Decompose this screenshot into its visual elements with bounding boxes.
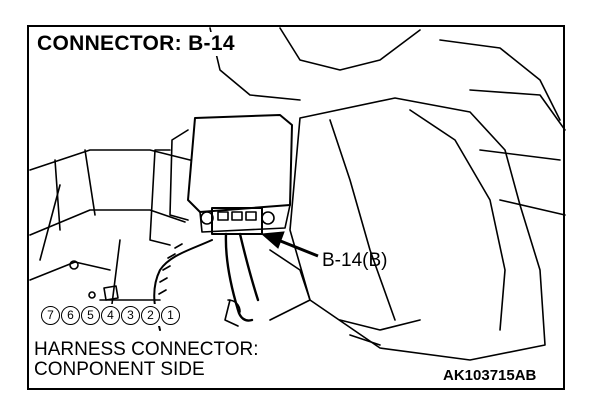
terminal-pin: 2 bbox=[141, 305, 160, 325]
terminal-pin: 5 bbox=[81, 305, 100, 325]
diagram-frame bbox=[27, 25, 565, 390]
terminal-pin: 4 bbox=[101, 305, 120, 325]
terminal-pinout: 7 6 5 4 3 2 1 bbox=[38, 304, 184, 326]
component-body bbox=[187, 114, 293, 213]
harness-caption: HARNESS CONNECTOR: CONPONENT SIDE bbox=[34, 340, 263, 380]
wire-harness bbox=[224, 232, 254, 322]
terminal-pin: 7 bbox=[41, 305, 60, 325]
connector-title: CONNECTOR: B-14 bbox=[34, 32, 238, 56]
terminal-pin: 1 bbox=[161, 305, 180, 325]
caption-line-1: HARNESS CONNECTOR: bbox=[34, 339, 259, 360]
figure-code: AK103715AB bbox=[440, 367, 540, 384]
callout-arrow bbox=[260, 231, 319, 258]
callout-label: B-14(B) bbox=[322, 250, 388, 271]
terminal-pin: 3 bbox=[121, 305, 140, 325]
caption-line-2: CONPONENT SIDE bbox=[34, 359, 205, 380]
terminal-pin: 6 bbox=[61, 305, 80, 325]
hose bbox=[29, 149, 191, 171]
